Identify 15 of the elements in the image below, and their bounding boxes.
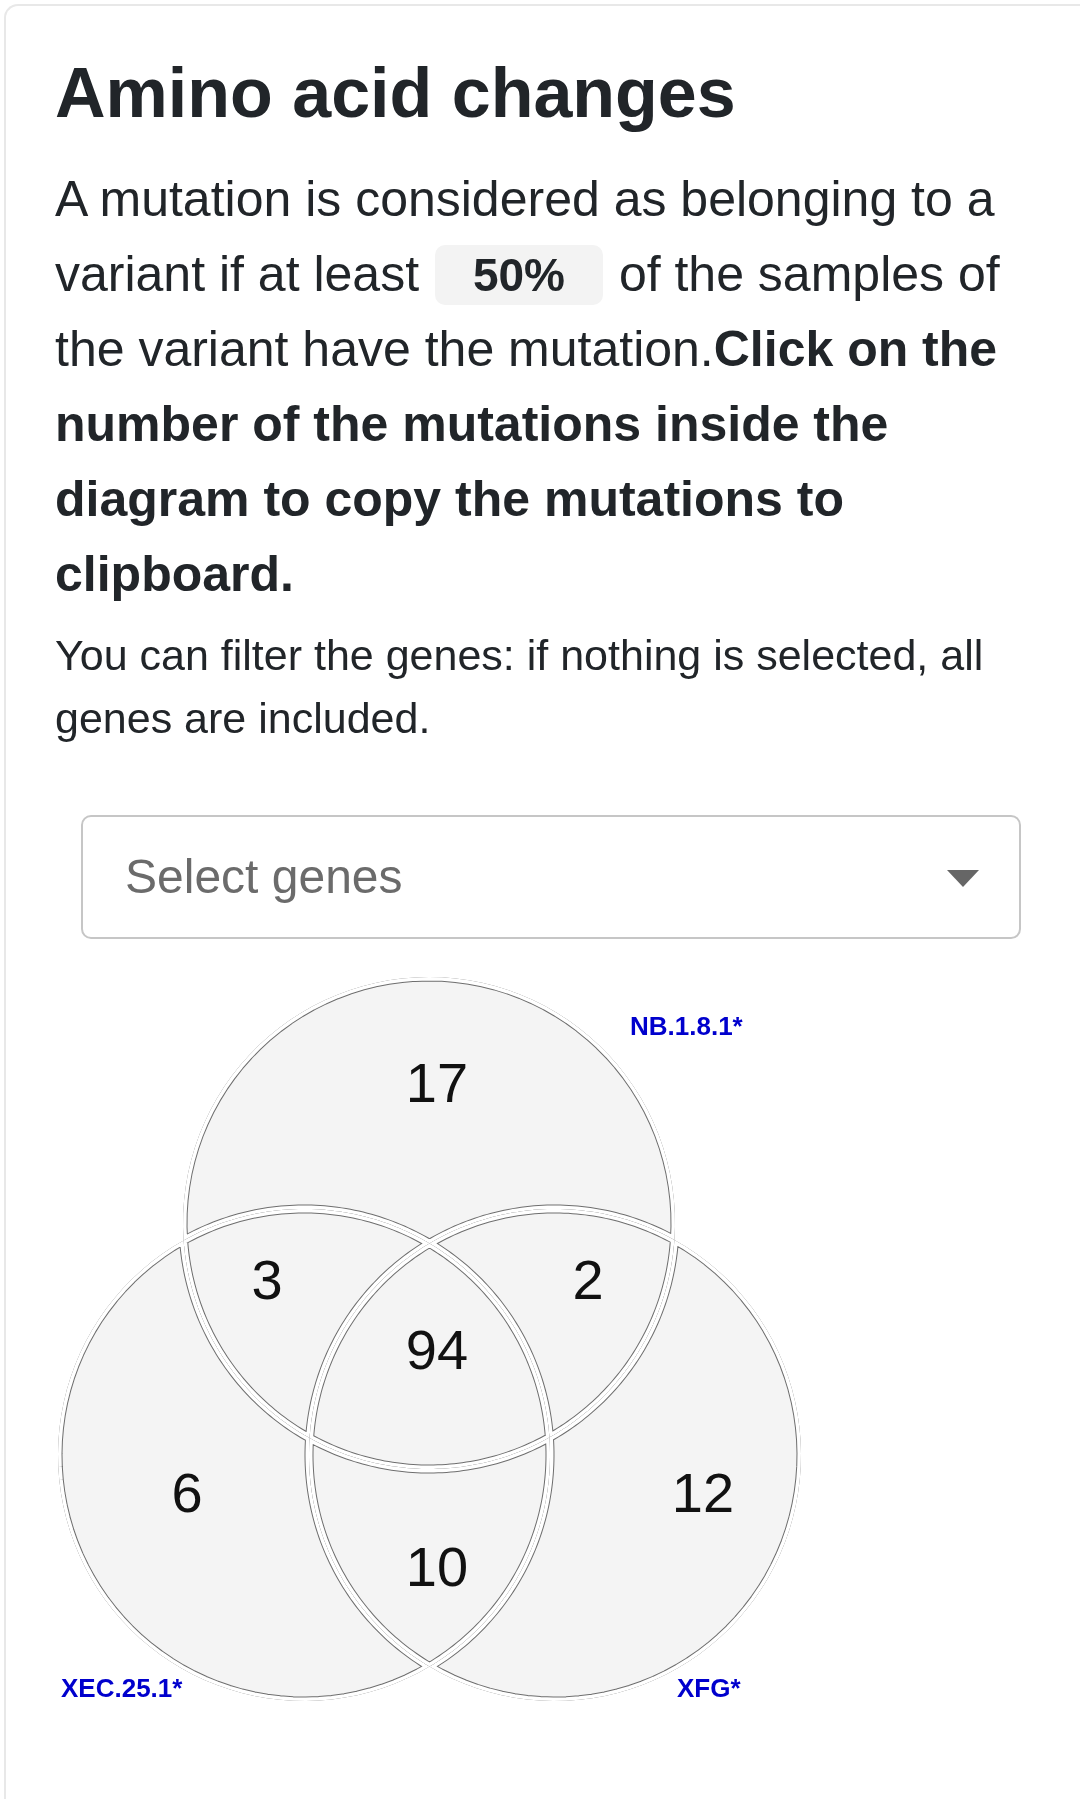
mutation-count: 2 — [572, 1252, 604, 1308]
mutation-count: 3 — [251, 1252, 283, 1308]
set-label: NB.1.8.1* — [630, 1012, 743, 1042]
threshold-input: 50% — [434, 245, 603, 305]
gene-select-dropdown: Select genes — [81, 815, 1021, 939]
mutation-count: 17 — [405, 1055, 469, 1111]
mutation-count: 12 — [671, 1465, 735, 1521]
mutation-count: 94 — [405, 1322, 469, 1378]
mutation-count: 6 — [171, 1465, 203, 1521]
description-text: A mutation is considered as belonging to a variant if at least 50% of the samples of the variant have the mutation.Click on the number of the mutations inside the diagram to copy the mutations to clipboard. — [55, 170, 1001, 604]
heading-title: Amino acid changes — [55, 53, 736, 134]
filter-hint-text: You can filter the genes: if nothing is selected, all genes are included. — [55, 630, 985, 744]
set-label: XFG* — [677, 1674, 741, 1704]
mutation-count: 10 — [405, 1539, 469, 1595]
set-label: XEC.25.1* — [61, 1674, 183, 1704]
